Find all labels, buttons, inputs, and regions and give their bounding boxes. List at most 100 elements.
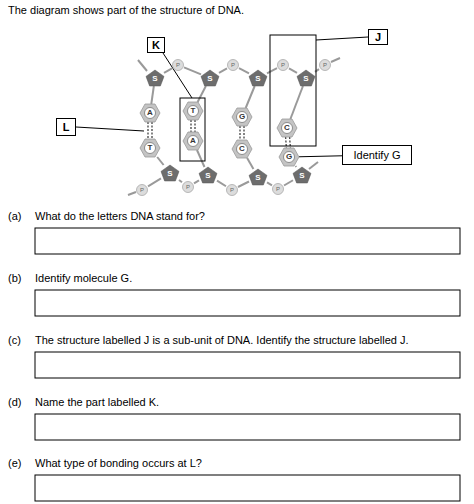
phosphate-shape [183,182,194,193]
sugar-shape [293,167,311,183]
sugar-shape [249,169,267,185]
hydrogen-bond [240,126,244,140]
base-letter-ring [282,123,293,134]
node-text: S [167,170,172,178]
node-text: P [176,62,180,68]
node-text: S [299,172,304,180]
backbone-end [128,192,136,195]
question-text: Name the part labelled K. [35,396,159,409]
base-shape: T [140,139,160,157]
node-text: P [281,62,285,68]
sugar-pentagon: S [249,169,267,185]
node-text: S [207,75,212,83]
node-text: P [276,186,280,192]
backbone-bond [289,68,297,73]
sugar-shape [201,70,219,86]
base-letter-ring [145,143,156,154]
base-pair-outline [180,98,205,161]
base-hexagon [140,139,160,157]
phosphate-circle: P [277,59,289,71]
backbone-bond [315,69,319,72]
node-text: S [152,75,157,83]
node-text: A [147,109,153,117]
base-hexagon [183,132,203,150]
sugar-pentagon: S [293,167,311,183]
backbone-end [138,60,147,71]
base-shape: A [183,132,203,150]
base-hexagon [277,119,297,137]
base-letter-ring [237,144,248,155]
hydrogen-bond [148,122,152,139]
question-letter: (e) [8,457,21,470]
node-text: K [152,40,160,51]
phosphate-shape [137,185,148,196]
phosphate-circle: P [226,184,238,196]
label-box: J [368,29,388,45]
hydrogen-bond [286,137,291,148]
answer-box [35,228,460,254]
node-text: S [205,172,210,180]
base-letter-ring [237,112,248,123]
node-text: G [286,153,292,161]
phosphate-circle: P [227,59,239,71]
node-text: C [239,145,245,153]
phosphate-circle: P [272,183,284,195]
sugar-shape [146,70,164,86]
backbone-bond [284,180,293,185]
sugar-shape [297,70,315,86]
question-text: Identify molecule G. [35,272,132,285]
backbone-bond [267,68,277,73]
question-text: What type of bonding occurs at L? [35,457,202,470]
phosphate-shape [320,60,331,71]
sugar-shape [199,167,217,183]
sugar-shape [161,165,179,181]
question-text: The structure labelled J is a sub-unit o… [35,334,409,347]
base-shape: C [232,140,252,158]
phosphate-shape [278,60,289,71]
node-text: P [230,187,234,193]
backbone-bond [148,178,161,186]
node-text: Identify G [353,150,400,161]
base-shape: T [183,102,203,120]
label-box: L [56,118,76,136]
base-hexagon [232,140,252,158]
leader-line [299,155,342,157]
question-letter: (c) [8,334,21,347]
question-text: What do the letters DNA stand for? [35,210,205,223]
base-letter-ring [188,136,199,147]
answer-box [35,414,460,440]
backbone-bond [157,157,163,165]
phosphate-circle: P [172,59,184,71]
backbone-bond [184,67,201,74]
sugar-pentagon: S [161,165,179,181]
question-letter: (a) [8,210,21,223]
sugar-pentagon: S [249,70,267,86]
backbone-bond [295,166,298,167]
base-shape: A [140,104,160,122]
backbone-bond [247,158,253,169]
phosphate-shape [227,185,238,196]
node-text: P [186,184,190,190]
leader-line [163,53,192,98]
label-box: K [147,37,165,53]
node-text: S [255,75,260,83]
leader-line [76,127,144,131]
answer-box [35,475,460,501]
sugar-pentagon: S [201,70,219,86]
node-text: G [239,113,245,121]
node-text: P [140,187,144,193]
base-hexagon [279,148,299,166]
phosphate-circle: P [136,184,148,196]
answer-box [35,352,460,378]
backbone-bond [179,180,182,182]
backbone-bond [197,150,205,167]
sugar-pentagon: S [146,70,164,86]
nucleotide-outline [270,35,316,146]
title: The diagram shows part of the structure … [8,4,244,16]
node-text: T [191,107,196,115]
backbone-bond [267,182,272,185]
